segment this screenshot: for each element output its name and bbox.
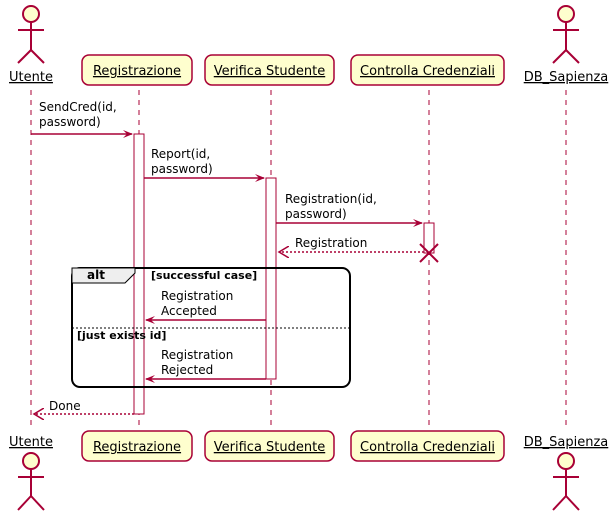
participant-label: Registrazione [93, 64, 181, 79]
alt-frame: alt [successful case] [just exists id] [71, 267, 351, 388]
activation-verifica [265, 177, 277, 380]
actor-label: Utente [9, 70, 53, 85]
actor-label: DB_Sapienza [524, 70, 609, 85]
actor-label: Utente [9, 435, 53, 450]
message-registration-return: Registration [279, 236, 424, 252]
message-label-line2: password) [39, 115, 101, 129]
actor-db-top: DB_Sapienza [524, 5, 609, 85]
participant-box [81, 54, 193, 86]
message-sendcred: SendCred(id, password) [31, 100, 133, 138]
participant-box [350, 54, 505, 86]
actor-leg-right [565, 49, 580, 64]
actor-leg-left [17, 49, 32, 64]
destroy-x-icon [419, 243, 439, 263]
actor-utente-bottom: Utente [9, 435, 53, 511]
message-registration-rejected: Registration Rejected [145, 348, 266, 383]
message-label-line1: Registration(id, [285, 192, 377, 206]
participant-label: Controlla Credenziali [360, 440, 495, 455]
participant-verifica-top: Verifica Studente [204, 54, 335, 86]
actor-db-bottom: DB_Sapienza [524, 435, 609, 511]
message-label: Done [49, 399, 81, 413]
participant-label: Verifica Studente [214, 440, 325, 455]
actor-label: DB_Sapienza [524, 435, 609, 450]
message-label-line1: SendCred(id, [39, 100, 117, 114]
message-label-line2: Accepted [161, 304, 217, 318]
actor-head [557, 5, 575, 23]
participant-controlla-top: Controlla Credenziali [350, 54, 505, 86]
actor-leg-left [552, 49, 567, 64]
participant-box [350, 430, 505, 462]
participant-registrazione-top: Registrazione [81, 54, 193, 86]
alt-frame-tab [71, 267, 136, 284]
actor-head [22, 452, 40, 470]
participant-label: Registrazione [93, 440, 181, 455]
message-label-line2: password) [285, 207, 347, 221]
actor-head [557, 452, 575, 470]
activation-registrazione [133, 133, 145, 415]
actor-head [22, 5, 40, 23]
actor-leg-left [552, 495, 567, 511]
actor-leg-right [565, 495, 580, 511]
participant-box [204, 54, 335, 86]
participant-label: Controlla Credenziali [360, 64, 495, 79]
participant-verifica-bottom: Verifica Studente [204, 430, 335, 462]
message-done: Done [34, 399, 134, 414]
message-label-line1: Registration [161, 289, 233, 303]
message-label-line2: Rejected [161, 363, 213, 377]
message-label-line1: Registration [161, 348, 233, 362]
message-label-line1: Report(id, [151, 147, 210, 161]
actor-utente-top: Utente [9, 5, 53, 85]
alt-keyword: alt [87, 268, 105, 282]
message-label-line2: password) [151, 162, 213, 176]
message-label: Registration [295, 236, 367, 250]
participant-box [81, 430, 193, 462]
message-registration-request: Registration(id, password) [276, 192, 423, 227]
participant-box [204, 430, 335, 462]
participant-controlla-bottom: Controlla Credenziali [350, 430, 505, 462]
alt-guard-1: [successful case] [151, 269, 257, 282]
participant-label: Verifica Studente [214, 64, 325, 79]
alt-guard-2: [just exists id] [77, 329, 166, 342]
actor-leg-right [30, 495, 45, 511]
actor-leg-right [30, 49, 45, 64]
actor-leg-left [17, 495, 32, 511]
message-registration-accepted: Registration Accepted [145, 289, 266, 324]
lifelines [30, 90, 567, 430]
message-report: Report(id, password) [144, 147, 265, 182]
participant-registrazione-bottom: Registrazione [81, 430, 193, 462]
